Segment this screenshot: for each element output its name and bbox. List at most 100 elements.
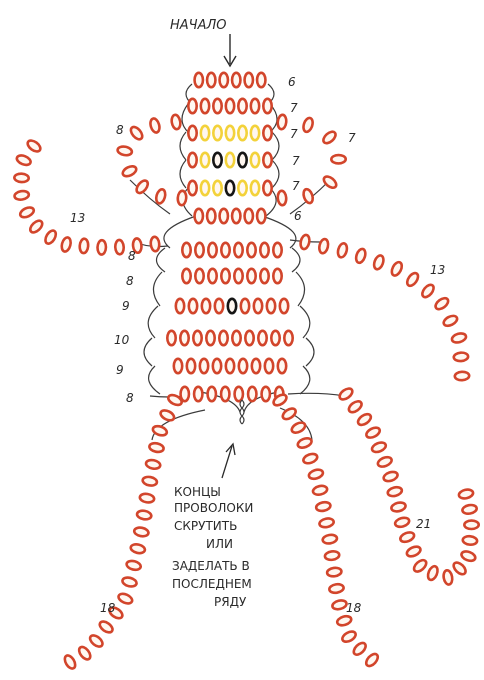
leg-bead bbox=[121, 576, 137, 588]
head-bead bbox=[226, 181, 234, 195]
ear-bead bbox=[134, 179, 150, 195]
body-bead bbox=[195, 269, 203, 283]
body-bead bbox=[180, 331, 188, 345]
tail-bead bbox=[452, 560, 468, 576]
leg-bead bbox=[77, 645, 93, 661]
leg-bead bbox=[352, 641, 368, 657]
tail-bead bbox=[464, 520, 479, 529]
row-count-body-1: 8 bbox=[128, 249, 136, 263]
body-bead bbox=[235, 387, 243, 401]
tail-bead bbox=[377, 455, 393, 468]
neck-bead bbox=[257, 209, 265, 223]
tail-bead bbox=[399, 531, 415, 544]
arm-bead bbox=[28, 219, 44, 235]
body-bead bbox=[245, 331, 253, 345]
arm-bead bbox=[60, 236, 72, 252]
body-bead bbox=[248, 387, 256, 401]
head-bead bbox=[251, 153, 259, 167]
arm-bead bbox=[19, 206, 36, 220]
leg-bead bbox=[336, 615, 352, 627]
row-count-tail: 21 bbox=[416, 517, 431, 531]
leg-bead bbox=[126, 560, 142, 572]
body-bead bbox=[241, 299, 249, 313]
body-bead bbox=[206, 331, 214, 345]
body-bead bbox=[182, 243, 190, 257]
note-line-3: СКРУТИТЬ bbox=[174, 519, 237, 533]
ear-bead bbox=[321, 130, 337, 146]
leg-bead bbox=[319, 517, 335, 528]
tail-bead bbox=[371, 441, 387, 454]
head-bead bbox=[188, 181, 196, 195]
arm-bead bbox=[150, 236, 160, 251]
tail-bead bbox=[412, 558, 428, 574]
row-count-head-1: 6 bbox=[288, 75, 296, 89]
row-count-body-3: 9 bbox=[122, 299, 130, 313]
row-count-body-4: 10 bbox=[114, 333, 130, 347]
arm-bead bbox=[451, 332, 467, 344]
body-bead bbox=[182, 269, 190, 283]
head-bead bbox=[207, 73, 215, 87]
ear-bead bbox=[277, 191, 286, 206]
leg-bead bbox=[315, 501, 331, 512]
tail-bead bbox=[426, 565, 439, 582]
tail-bead bbox=[338, 386, 355, 401]
head-bead bbox=[201, 126, 209, 140]
body-bead bbox=[208, 269, 216, 283]
leg-bead bbox=[290, 421, 307, 435]
body-bead bbox=[187, 359, 195, 373]
body-bead bbox=[176, 299, 184, 313]
head-bead bbox=[220, 73, 228, 87]
body-bead bbox=[208, 243, 216, 257]
body-bead bbox=[208, 387, 216, 401]
tail-bead bbox=[390, 501, 406, 513]
body-bead bbox=[189, 299, 197, 313]
head-bead bbox=[251, 126, 259, 140]
head-bead bbox=[232, 73, 240, 87]
tail-bead bbox=[458, 488, 474, 499]
ear-bead bbox=[302, 188, 314, 204]
arm-bead bbox=[390, 261, 404, 278]
head-bead bbox=[195, 73, 203, 87]
head-bead bbox=[226, 126, 234, 140]
row-count-neck: 6 bbox=[294, 209, 302, 223]
body-bead bbox=[260, 269, 268, 283]
ear-bead bbox=[177, 190, 186, 205]
body-bead bbox=[284, 331, 292, 345]
note-line-7: РЯДУ bbox=[214, 595, 247, 609]
leg-bead bbox=[281, 406, 298, 421]
note-line-6: ПОСЛЕДНЕМ bbox=[172, 577, 252, 591]
pointer-arrow-icon bbox=[222, 444, 235, 478]
tail-bead bbox=[460, 550, 476, 563]
tail-bead bbox=[462, 504, 478, 515]
arm-bead bbox=[442, 314, 459, 328]
leg-bead bbox=[130, 543, 146, 554]
leg-bead bbox=[322, 534, 338, 545]
tail-bead bbox=[394, 516, 410, 528]
head-bead bbox=[213, 99, 221, 113]
arm-bead bbox=[26, 138, 43, 153]
body-bead bbox=[232, 331, 240, 345]
head-bead bbox=[201, 153, 209, 167]
leg-bead bbox=[142, 476, 158, 487]
tail-bead bbox=[462, 536, 477, 546]
row-count-arm-right: 13 bbox=[430, 263, 445, 277]
body-bead bbox=[213, 359, 221, 373]
body-bead bbox=[254, 299, 262, 313]
row-count-body-6: 8 bbox=[126, 391, 134, 405]
body-bead bbox=[194, 387, 202, 401]
body-bead bbox=[271, 331, 279, 345]
neck-bead bbox=[232, 209, 240, 223]
head-bead bbox=[238, 181, 246, 195]
leg-bead bbox=[329, 583, 345, 594]
arm-bead bbox=[15, 154, 31, 167]
body-bead bbox=[247, 269, 255, 283]
body-bead bbox=[247, 243, 255, 257]
body-bead bbox=[262, 387, 270, 401]
body-bead bbox=[167, 331, 175, 345]
head-bead bbox=[251, 181, 259, 195]
head-bead bbox=[226, 99, 234, 113]
head-bead bbox=[213, 126, 221, 140]
ear-bead bbox=[331, 155, 346, 164]
body-bead bbox=[221, 387, 229, 401]
